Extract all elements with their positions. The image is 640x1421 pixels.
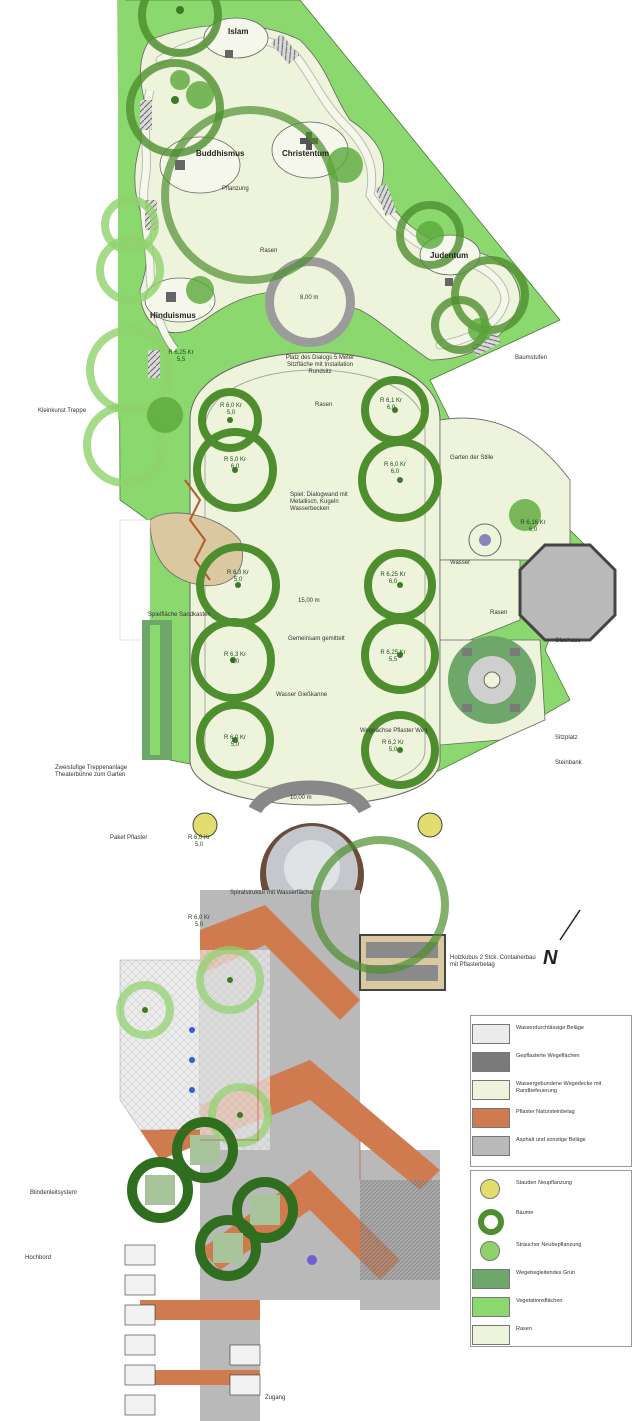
label-wasser: Wasser <box>450 560 471 566</box>
label-spielplatz: Spielfläche Sandkasten <box>148 612 211 618</box>
label-treppenanlage: Zweistufige Treppenanlage Theaterbühne z… <box>55 765 128 778</box>
christentum-symbol <box>300 132 318 150</box>
label-spiralstruktur: Spiralstruktur mit Wasserfläche <box>230 890 313 896</box>
legend-item: Wassergebundene Wegedecke mit Randbefeue… <box>470 1076 630 1106</box>
label-platz-des-dialogs: Platz des Dialogs 5 Meter Sitzfläche mit… <box>285 355 355 375</box>
tree-label: R 6,2 Kr 5,0 <box>381 740 404 753</box>
label-hochbord: Hochbord <box>25 1255 52 1261</box>
label-paket-pflaster: Paket Pflaster <box>110 835 148 841</box>
tree-label: R 6,1 Kr 6,0 <box>379 398 402 411</box>
label-dim-3: 10,00 m <box>290 795 312 801</box>
square-tree-planters <box>127 1117 298 1281</box>
label-dim-1: 8,00 m <box>300 295 319 301</box>
label-zugang: Zugang <box>265 1395 286 1401</box>
legend-item: Stauden Neupflanzung <box>470 1175 630 1205</box>
hatched-building <box>360 1180 440 1280</box>
label-wasserflaeche: Wasser Gießkanne <box>276 692 328 698</box>
tree-label: R 6,25 Kr 6,0 <box>380 572 406 585</box>
tree-label: R 6,3 Kr 5,0 <box>226 570 249 583</box>
label-pflanzung: Pflanzung <box>222 186 249 192</box>
label-christentum: Christentum <box>282 149 330 158</box>
stage-arc <box>248 780 372 814</box>
tree-label: R 6,16 Kr 6,0 <box>520 520 546 533</box>
legend-item: Rasen <box>470 1321 630 1351</box>
legend-item: Sträucher Neubepflanzung <box>470 1237 630 1267</box>
label-sitzplatz: Sitzplatz <box>555 735 578 741</box>
label-kleinkunst: Kleinkunst Treppe <box>38 408 87 414</box>
legend-item: Wegebegleitendes Grün <box>470 1265 630 1295</box>
octagon-pavilion <box>518 543 617 642</box>
legend-item: Asphalt und sonstige Beläge <box>470 1132 630 1162</box>
label-islam: Islam <box>228 27 249 36</box>
stair-blocks <box>124 1244 261 1416</box>
legend-item: Wasserdurchlässige Beläge <box>470 1020 630 1050</box>
legend-item: Pflaster Natursteinbelag <box>470 1104 630 1134</box>
label-holzkubus: Holzkubus 2 Stck. Containerbau mit Pflas… <box>450 955 536 968</box>
tree-rings <box>83 0 529 1147</box>
label-dim-2: 15,00 m <box>298 598 320 604</box>
tree-label: R 6,25 Kr 5,5 <box>380 650 406 663</box>
legend-item: Bäume <box>470 1205 630 1235</box>
label-blindenleitsystem: Blindenleitsystem <box>30 1190 77 1196</box>
label-steinbank: Steinbank <box>555 760 582 766</box>
label-spiel: Spiel: Dialogwand mit Metallisch, Kugeln… <box>290 492 348 512</box>
label-rasen-right: Rasen <box>490 610 508 616</box>
tree-label: R 5,0 Kr 6,0 <box>223 457 246 470</box>
judentum-symbol <box>445 278 453 286</box>
north-arrow: N <box>543 947 558 969</box>
label-wegeachse: Wegeachse Pflaster Weg <box>360 728 428 734</box>
label-garten-der-stille: Garten der Stille <box>450 455 494 461</box>
buddhismus-symbol <box>175 160 185 170</box>
tree-label: R 6,0 Kr 5,0 <box>223 735 246 748</box>
label-judentum: Judentum <box>430 251 469 260</box>
tree-label: R 6,0 Kr 6,0 <box>383 462 406 475</box>
label-rasen-center: Rasen <box>315 402 333 408</box>
label-rasen-top: Rasen <box>260 248 278 254</box>
brick-chevron-1 <box>200 905 360 1020</box>
label-glashaus: Glashaus <box>555 638 581 644</box>
legend-item: Gepflasterte Wegeflächen <box>470 1048 630 1078</box>
tree-label: R 6,0 Kr 5,0 <box>187 835 210 848</box>
left-strip <box>118 0 125 420</box>
legend-item: Vegetationsflächen <box>470 1293 630 1323</box>
label-gemeinsam: Gemeinsam gemittelt <box>288 636 345 642</box>
tree-label: R 6,3 Kr 6,0 <box>223 652 246 665</box>
label-buddhismus: Buddhismus <box>196 149 245 158</box>
hinduismus-symbol <box>166 292 176 302</box>
garden-of-silence <box>439 417 571 561</box>
islam-area <box>203 17 269 59</box>
legend-box-bottom <box>470 1170 632 1347</box>
tree-label: R 6,0 Kr 5,0 <box>219 403 242 416</box>
label-hinduismus: Hinduismus <box>150 311 196 320</box>
tree-label: R 6,25 Kr 5,5 <box>168 350 194 363</box>
tree-label: R 6,0 Kr 5,0 <box>187 915 210 928</box>
label-baumstufen: Baumstufen <box>515 355 548 361</box>
islam-symbol <box>225 50 233 58</box>
